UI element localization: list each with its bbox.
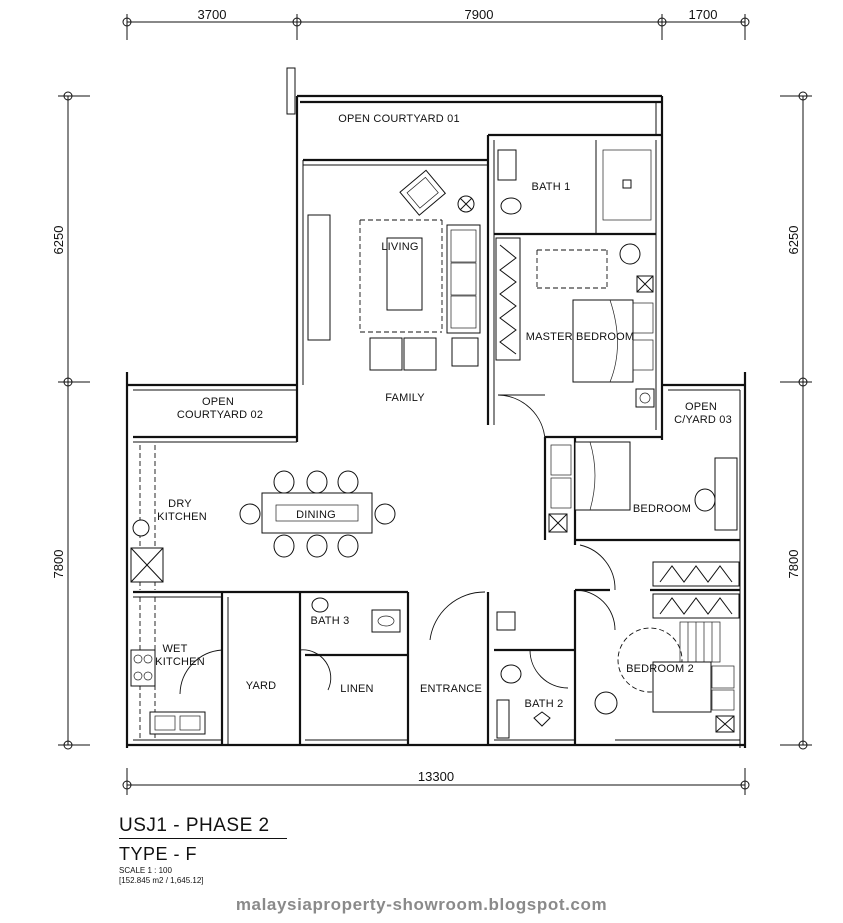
label-entrance: ENTRANCE — [420, 683, 482, 695]
label-dry-kitchen-line1: DRY — [168, 498, 192, 510]
label-bath-2: BATH 2 — [525, 698, 564, 710]
dimension-bottom: 13300 — [122, 768, 750, 795]
label-open-courtyard-02-line2: COURTYARD 02 — [177, 409, 263, 421]
title-underline — [119, 838, 287, 839]
label-linen: LINEN — [340, 683, 373, 695]
walls — [125, 67, 747, 748]
dimension-right-2: 7800 — [786, 550, 801, 579]
watermark-text: malaysiaproperty-showroom.blogspot.com — [235, 895, 608, 914]
title-block: USJ1 - PHASE 2 TYPE - F SCALE 1 : 100 [1… — [119, 815, 359, 886]
label-bath-1: BATH 1 — [532, 181, 571, 193]
label-yard: YARD — [246, 680, 277, 692]
door-swings — [179, 394, 616, 695]
dimension-left: 6250 7800 — [51, 91, 90, 750]
label-dry-kitchen-line2: KITCHEN — [157, 511, 207, 523]
label-bedroom: BEDROOM — [633, 503, 691, 515]
dimension-top-2: 7900 — [465, 7, 494, 22]
label-dining: DINING — [296, 509, 336, 521]
label-bedroom-2: BEDROOM 2 — [626, 663, 694, 675]
dimension-left-1: 6250 — [51, 226, 66, 255]
dimension-top: 3700 7900 1700 — [122, 7, 750, 40]
label-bath-3: BATH 3 — [311, 615, 350, 627]
dimension-bottom-label: 13300 — [418, 769, 454, 784]
label-open-courtyard-02-line1: OPEN — [202, 396, 234, 408]
label-open-cyard-03-line2: C/YARD 03 — [674, 414, 732, 426]
label-wet-kitchen-line2: KITCHEN — [155, 656, 205, 668]
project-title: USJ1 - PHASE 2 — [119, 815, 270, 836]
label-open-cyard-03-line1: OPEN — [685, 401, 717, 413]
furniture — [130, 149, 740, 739]
label-family: FAMILY — [385, 392, 425, 404]
label-open-courtyard-01: OPEN COURTYARD 01 — [338, 113, 460, 125]
dimension-top-3: 1700 — [689, 7, 718, 22]
label-master-bedroom: MASTER BEDROOM — [526, 331, 635, 343]
dashed-guides — [139, 219, 683, 738]
dimension-right: 6250 7800 — [780, 91, 812, 750]
dimension-right-1: 6250 — [786, 226, 801, 255]
drawing-scale: SCALE 1 : 100 — [119, 866, 172, 875]
dimension-left-2: 7800 — [51, 550, 66, 579]
label-living: LIVING — [381, 241, 418, 253]
unit-type: TYPE - F — [119, 844, 198, 864]
dimension-top-1: 3700 — [198, 7, 227, 22]
unit-area: [152.845 m2 / 1,645.12] — [119, 876, 204, 885]
room-labels: OPEN COURTYARD 01 BATH 1 LIVING MASTER B… — [155, 113, 732, 710]
label-wet-kitchen-line1: WET — [162, 643, 187, 655]
